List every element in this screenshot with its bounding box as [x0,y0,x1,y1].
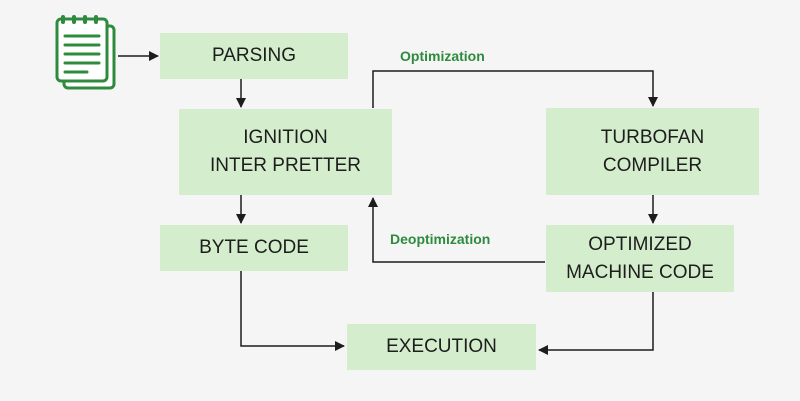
arrow-deoptimization [368,197,545,263]
node-execution: EXECUTION [347,324,536,370]
node-optimized-label-line1: OPTIMIZED [588,233,692,255]
node-byte-code-label: BYTE CODE [199,237,309,258]
label-deoptimization: Deoptimization [390,231,491,247]
node-turbofan-label-line1: TURBOFAN [600,126,705,148]
node-ignition-label-line2: INTER PRETTER [210,155,361,176]
node-parsing: PARSING [160,33,348,79]
node-ignition-label-line1: IGNITION [243,127,328,148]
node-parsing-label: PARSING [211,45,297,66]
node-byte-code: BYTE CODE [160,225,348,271]
document-icon [52,14,118,97]
arrow-optimization [372,70,658,108]
node-optimized-label-line2: MACHINE CODE [566,261,714,283]
arrow-optimized-to-execution [538,292,654,355]
arrow-bytecode-to-execution [240,271,345,351]
node-ignition-interpreter: IGNITION INTER PRETTER [179,109,392,195]
node-execution-label: EXECUTION [386,336,497,357]
node-turbofan-compiler: TURBOFAN COMPILER [546,108,759,195]
node-optimized-machine-code: OPTIMIZED MACHINE CODE [546,225,734,292]
label-optimization: Optimization [400,48,485,64]
node-turbofan-label-line2: COMPILER [602,154,703,176]
